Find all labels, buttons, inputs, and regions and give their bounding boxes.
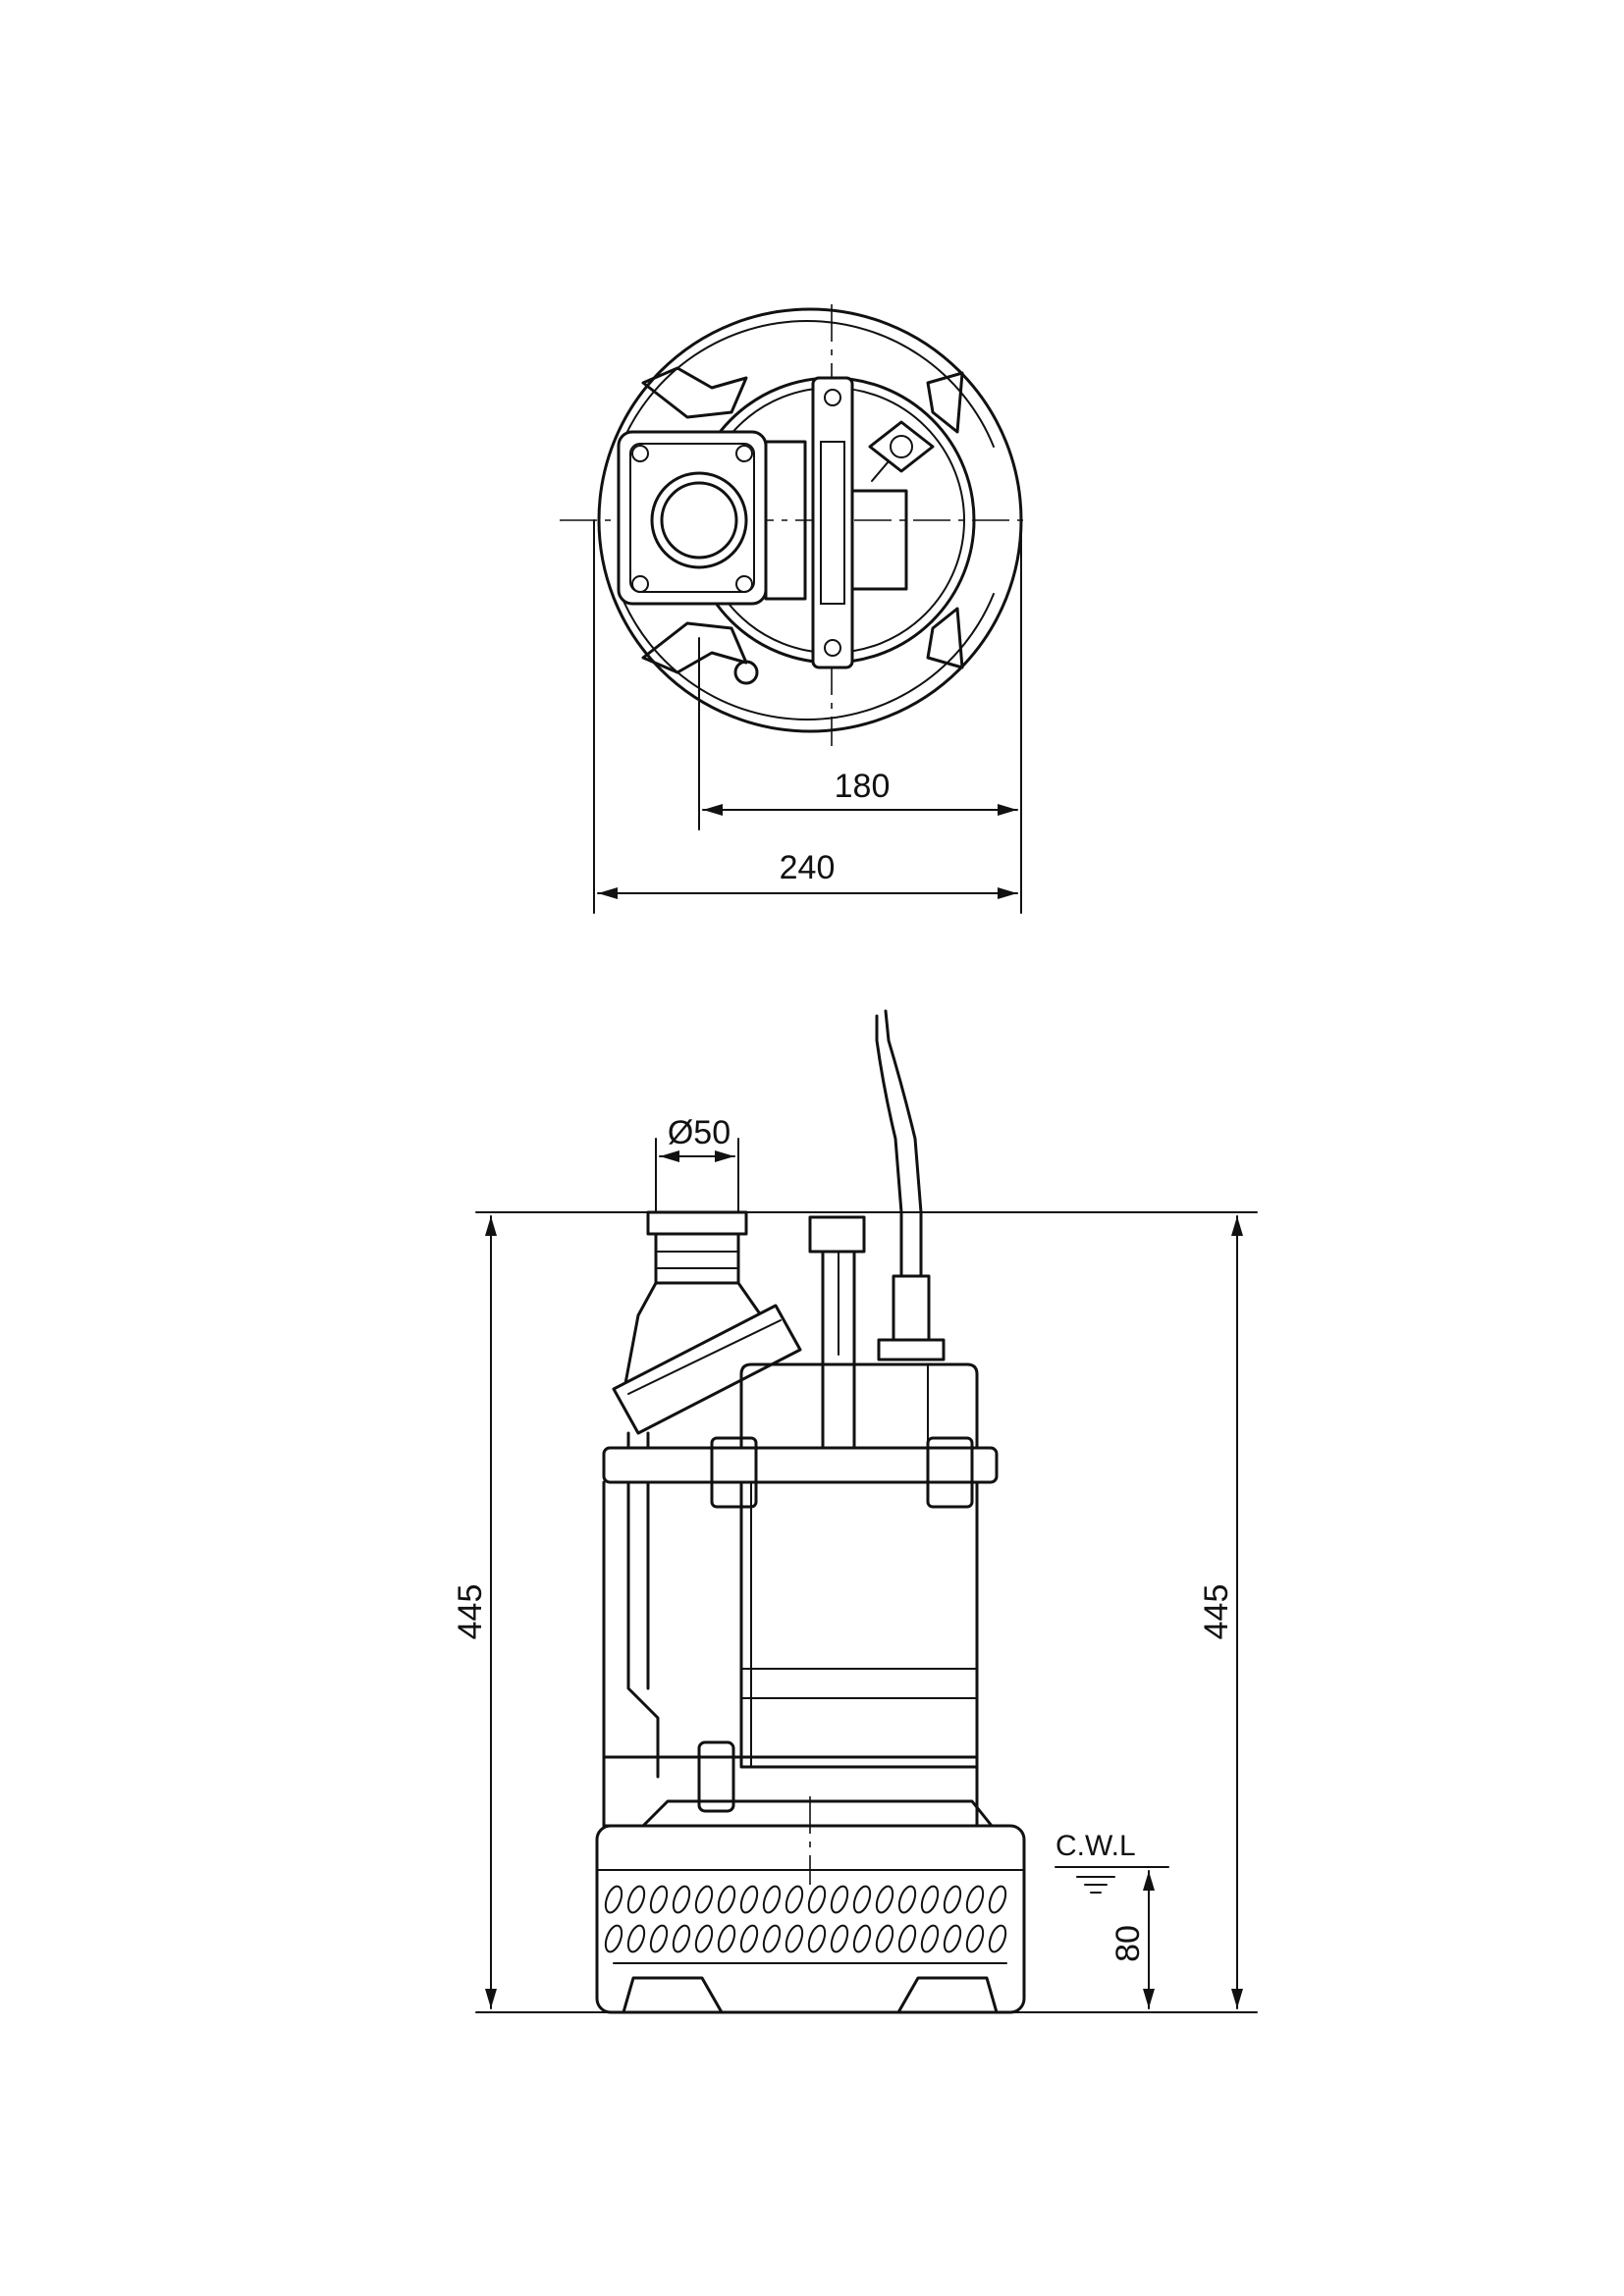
strainer-slot	[807, 1924, 827, 1953]
dim-180-label: 180	[835, 768, 891, 805]
cable-gland-bore	[890, 435, 913, 458]
base-inner-rim-bottom	[620, 593, 995, 721]
foot-top-left	[641, 366, 748, 419]
handle-bolt-bottom	[824, 639, 841, 657]
strainer-slot	[626, 1924, 646, 1953]
dim-445-left-label: 445	[452, 1584, 489, 1640]
strainer-slot	[830, 1924, 849, 1953]
strainer-slot	[626, 1885, 646, 1914]
foot-left	[622, 1976, 724, 2014]
strainer-slot	[988, 1885, 1007, 1914]
side-view: Ø50 445 445 C.W.L 80	[452, 1009, 1258, 2014]
top-view: 180 240	[560, 304, 1031, 914]
outlet-flange	[617, 430, 768, 606]
foot-right	[896, 1976, 999, 2014]
strainer-slot	[875, 1924, 894, 1953]
strainer-slot	[717, 1885, 736, 1914]
strainer-slot	[717, 1924, 736, 1953]
dim-o50-label: Ø50	[668, 1114, 731, 1151]
inclined-flange	[612, 1304, 802, 1435]
motor-body	[739, 1480, 979, 1769]
strainer-slot	[694, 1924, 714, 1953]
handle-bar	[811, 376, 854, 669]
cable-gland-side	[892, 1274, 931, 1342]
foot-bottom-left	[641, 621, 748, 674]
strainer-slot	[897, 1924, 917, 1953]
dim-240-label: 240	[780, 849, 836, 886]
strainer-slot	[897, 1885, 917, 1914]
base-inner-rim-top	[620, 320, 995, 448]
flange-bolt-hole-tr	[735, 445, 753, 462]
handle-grip	[820, 441, 845, 605]
strainer-slot	[807, 1885, 827, 1914]
strainer-slots	[604, 1885, 1007, 1953]
cable-gland-nut	[877, 1338, 946, 1362]
flange-bolt-hole-tl	[631, 445, 649, 462]
lower-lug	[697, 1740, 735, 1813]
strainer-slot	[604, 1924, 623, 1953]
strainer-slot	[762, 1885, 782, 1914]
main-flange-band	[602, 1446, 999, 1484]
foot-top-right	[926, 371, 964, 434]
pump-casing-left	[602, 1480, 630, 1759]
strainer-slot	[672, 1885, 691, 1914]
strainer-slot	[785, 1924, 804, 1953]
handle-bolt-top	[824, 389, 841, 406]
strainer-slot	[785, 1885, 804, 1914]
power-cable-right-edge	[884, 1009, 923, 1278]
strainer-slot	[988, 1924, 1007, 1953]
outlet-flange-inner	[629, 443, 755, 593]
strainer-slot	[762, 1924, 782, 1953]
strainer-slot	[830, 1885, 849, 1914]
cable-gland-stem	[871, 460, 890, 482]
strainer-slot	[965, 1885, 985, 1914]
flange-lug-right	[926, 1436, 974, 1509]
strainer-slot	[920, 1924, 940, 1953]
dim-80-label: 80	[1110, 1925, 1147, 1962]
strainer-slot	[875, 1885, 894, 1914]
lifting-lug	[733, 660, 759, 685]
cable-gland	[868, 420, 935, 473]
strainer-slot	[739, 1924, 759, 1953]
strainer-slot	[604, 1885, 623, 1914]
flange-lug-left	[710, 1436, 758, 1509]
motor-top-cover	[739, 1362, 979, 1450]
dim-445-right-label: 445	[1198, 1584, 1235, 1640]
discharge-casing-left	[626, 1431, 660, 1779]
strainer-slot	[943, 1924, 962, 1953]
outlet-neck	[764, 440, 807, 601]
handle-top	[808, 1215, 866, 1254]
hose-nozzle-rim	[646, 1210, 748, 1236]
strainer-slot	[649, 1885, 669, 1914]
strainer-slot	[943, 1885, 962, 1914]
terminal-box	[850, 489, 908, 591]
outlet-bore-outer	[650, 471, 748, 569]
flange-bolt-hole-bl	[631, 575, 649, 593]
cwl-label: C.W.L	[1056, 1830, 1136, 1862]
strainer-slot	[694, 1885, 714, 1914]
strainer-slot	[672, 1924, 691, 1953]
strainer-slot	[852, 1885, 872, 1914]
hose-nozzle-neck	[654, 1232, 740, 1285]
outlet-bore-inner	[660, 481, 738, 560]
flange-bolt-hole-br	[735, 575, 753, 593]
foot-bottom-right	[926, 607, 964, 669]
strainer-base	[595, 1824, 1026, 2014]
power-cable-left-edge	[875, 1014, 903, 1278]
volute-top	[641, 1799, 994, 1828]
strainer-slot	[649, 1924, 669, 1953]
strainer-slot	[965, 1924, 985, 1953]
strainer-slot	[739, 1885, 759, 1914]
strainer-slot	[920, 1885, 940, 1914]
strainer-slot	[852, 1924, 872, 1953]
inclined-flange-line	[627, 1319, 782, 1395]
